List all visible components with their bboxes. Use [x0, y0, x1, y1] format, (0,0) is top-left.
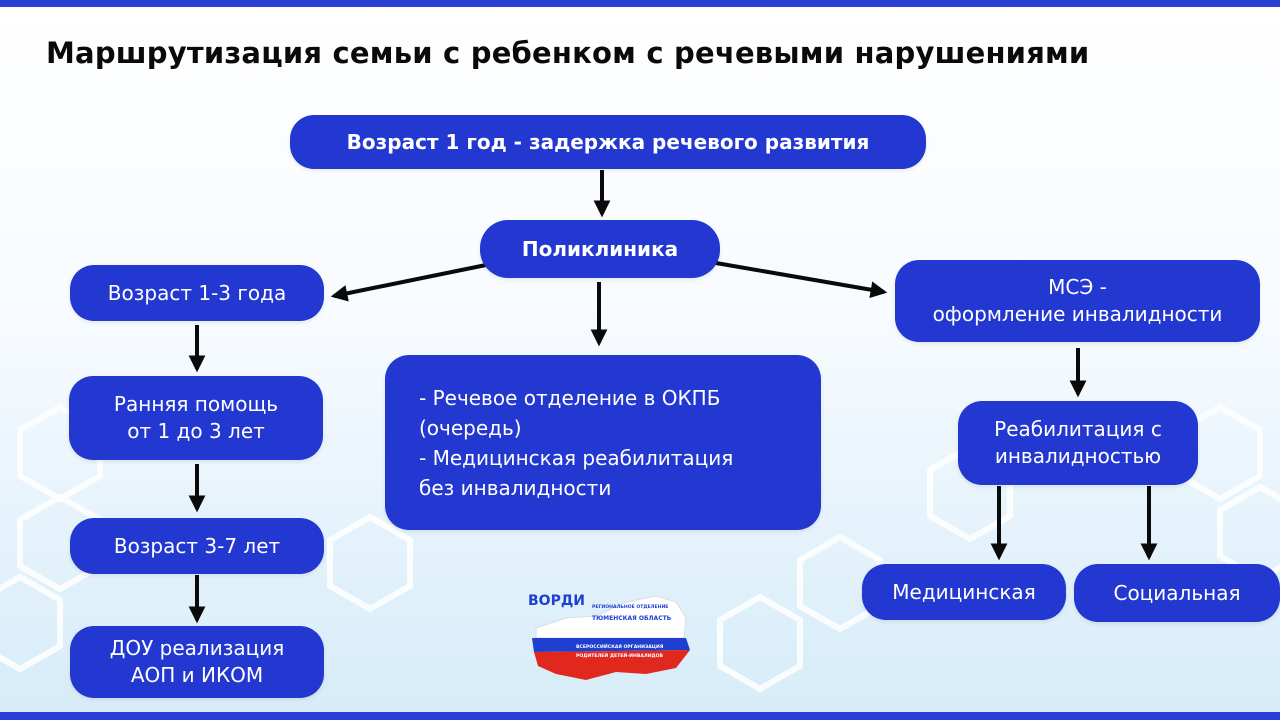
logo-name: ВОРДИ [528, 593, 585, 609]
node-mse: МСЭ - оформление инвалидности [895, 260, 1260, 342]
node-rehab-line2: инвалидностью [994, 444, 1162, 468]
node-early-help-line2: от 1 до 3 лет [127, 419, 265, 443]
node-age-one-year-label: Возраст 1 год - задержка речевого развит… [346, 129, 870, 154]
node-speech-line4: без инвалидности [419, 475, 612, 500]
bottom-accent-bar [0, 712, 1280, 720]
node-age-1-3-label: Возраст 1-3 года [107, 280, 287, 305]
logo-line4: РОДИТЕЛЕЙ ДЕТЕЙ-ИНВАЛИДОВ [576, 651, 664, 659]
node-early-help: Ранняя помощь от 1 до 3 лет [69, 376, 323, 460]
node-mse-line2: оформление инвалидности [932, 302, 1223, 326]
vordi-logo: ВОРДИ РЕГИОНАЛЬНОЕ ОТДЕЛЕНИЕ ТЮМЕНСКАЯ О… [528, 593, 690, 680]
node-age-1-3: Возраст 1-3 года [70, 265, 324, 321]
node-rehabilitation: Реабилитация с инвалидностью [958, 401, 1198, 485]
node-social: Социальная [1074, 564, 1280, 622]
node-speech-line1: - Речевое отделение в ОКПБ [419, 385, 721, 410]
page-title: Маршрутизация семьи с ребенком с речевым… [46, 36, 1090, 70]
node-medical-label: Медицинская [892, 579, 1036, 604]
node-early-help-line1: Ранняя помощь [113, 392, 279, 416]
node-dou-line2: АОП и ИКОМ [130, 663, 264, 687]
logo-line2: ТЮМЕНСКАЯ ОБЛАСТЬ [592, 615, 672, 622]
node-medical: Медицинская [862, 564, 1066, 620]
node-age-one-year: Возраст 1 год - задержка речевого развит… [290, 115, 926, 169]
logo-line1: РЕГИОНАЛЬНОЕ ОТДЕЛЕНИЕ [592, 604, 668, 610]
node-mse-line1: МСЭ - [1048, 275, 1107, 299]
logo-line3: ВСЕРОССИЙСКАЯ ОРГАНИЗАЦИЯ [576, 642, 664, 650]
node-speech-line3: - Медицинская реабилитация [419, 445, 734, 470]
node-age-3-7: Возраст 3-7 лет [70, 518, 324, 574]
node-dou-line1: ДОУ реализация [109, 636, 285, 660]
node-rehab-line1: Реабилитация с [994, 417, 1162, 441]
node-dou: ДОУ реализация АОП и ИКОМ [70, 626, 324, 698]
node-social-label: Социальная [1113, 580, 1241, 605]
node-clinic: Поликлиника [480, 220, 720, 278]
node-clinic-label: Поликлиника [521, 236, 679, 261]
node-speech-department: - Речевое отделение в ОКПБ (очередь) - М… [385, 355, 821, 530]
top-accent-bar [0, 0, 1280, 7]
node-speech-line2: (очередь) [419, 415, 522, 440]
node-age-3-7-label: Возраст 3-7 лет [113, 533, 281, 558]
